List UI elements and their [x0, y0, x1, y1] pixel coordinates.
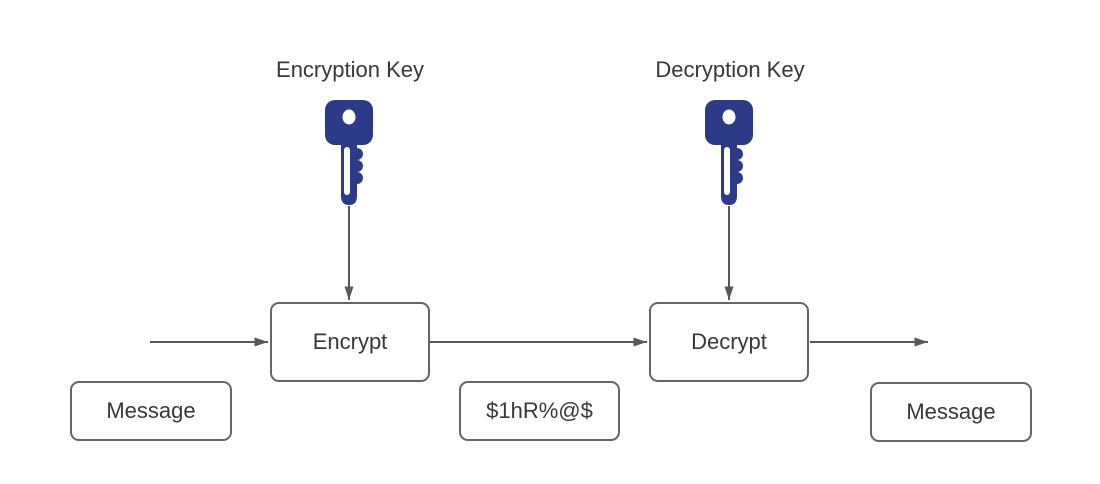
- encryption-key-label: Encryption Key: [276, 57, 424, 82]
- encrypt-box: Encrypt: [270, 302, 430, 382]
- message-output-box: Message: [870, 382, 1032, 442]
- message-output-label: Message: [906, 399, 996, 424]
- key-icon: [705, 100, 753, 205]
- decrypt-box: Decrypt: [649, 302, 809, 382]
- message-input-label: Message: [106, 398, 196, 423]
- ciphertext-box: $1hR%@$: [459, 381, 620, 441]
- encrypt-box-label: Encrypt: [312, 329, 388, 354]
- message-input-box: Message: [70, 381, 232, 441]
- key-icon: [325, 100, 373, 205]
- decryption-key-label: Decryption Key: [655, 57, 805, 82]
- decrypt-box-label: Decrypt: [691, 329, 767, 354]
- ciphertext-label: $1hR%@$: [486, 398, 593, 423]
